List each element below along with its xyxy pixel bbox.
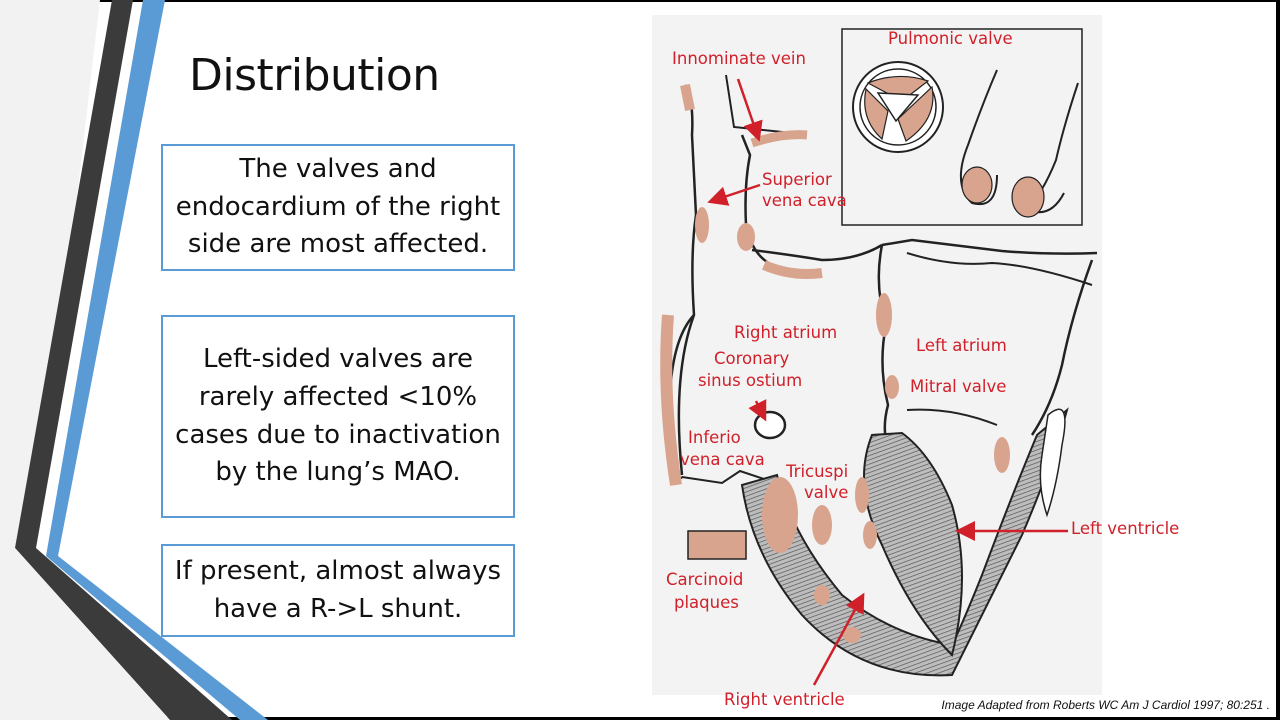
label-carcinoid-plaques-line1: Carcinoid — [666, 570, 743, 589]
pulmonic-valve-icon — [852, 61, 944, 153]
label-coronary-sinus-line1: Coronary — [714, 349, 789, 368]
text-box-shunt-text: If present, almost always have a R->L sh… — [174, 555, 502, 624]
text-box-right-side-text: The valves and endocardium of the right … — [175, 153, 501, 260]
slide-title: Distribution — [189, 50, 440, 101]
heart-walls — [660, 238, 1098, 486]
label-tricuspid-valve-line2: valve — [804, 483, 848, 502]
right-frame-edge — [1276, 0, 1280, 720]
stripe-dark-upper — [15, 0, 133, 548]
label-right-atrium: Right atrium — [734, 323, 837, 342]
label-superior-vena-cava-line1: Superior — [762, 170, 832, 189]
stripe-blue-lower — [46, 556, 268, 720]
stripe-light-lower — [0, 548, 170, 720]
top-frame-edge — [0, 0, 1280, 2]
image-source-caption: Image Adapted from Roberts WC Am J Cardi… — [941, 698, 1270, 712]
text-box-left-sided-text: Left-sided valves are rarely affected <1… — [175, 344, 501, 488]
label-carcinoid-plaques-line2: plaques — [674, 593, 739, 612]
superior-vena-cava-outline — [677, 74, 808, 476]
stripe-blue-upper — [46, 0, 165, 556]
label-arrows — [707, 78, 1068, 686]
text-box-right-side: The valves and endocardium of the right … — [161, 144, 515, 271]
label-mitral-valve: Mitral valve — [910, 377, 1006, 396]
bottom-frame-edge — [0, 717, 1280, 720]
label-left-atrium: Left atrium — [916, 336, 1007, 355]
label-superior-vena-cava-line2: vena cava — [762, 191, 847, 210]
carcinoid-plaque-swatch — [687, 530, 747, 560]
label-innominate-vein: Innominate vein — [672, 49, 806, 68]
label-pulmonic-valve: Pulmonic valve — [888, 29, 1013, 48]
label-tricuspid-valve-line1: Tricuspi — [785, 462, 848, 481]
label-coronary-sinus-line2: sinus ostium — [698, 371, 802, 390]
text-box-left-sided: Left-sided valves are rarely affected <1… — [161, 315, 515, 518]
text-box-shunt: If present, almost always have a R->L sh… — [161, 544, 515, 637]
heart-diagram: Innominate vein Pulmonic valve Superior … — [652, 15, 1102, 695]
stripe-dark-lower — [15, 548, 232, 720]
label-inferior-vena-cava-line1: Inferio — [688, 428, 741, 447]
pulmonic-cusps-icon — [959, 69, 1079, 218]
coronary-sinus-ostium-icon — [753, 410, 787, 440]
ventricles — [740, 407, 1069, 677]
stripe-light — [0, 0, 100, 548]
label-inferior-vena-cava-line2: vena cava — [680, 450, 765, 469]
